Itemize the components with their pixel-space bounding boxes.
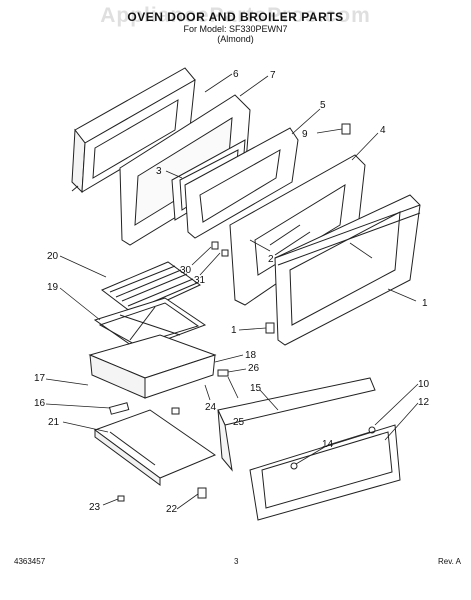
revision-label: Rev. A: [438, 557, 461, 566]
callout-20: 20: [47, 251, 59, 262]
color-label: (Almond): [217, 34, 254, 44]
page-title: OVEN DOOR AND BROILER PARTS: [127, 10, 344, 24]
callout-22: 21: [48, 417, 60, 428]
callout-18: 18: [245, 350, 257, 361]
callout-labels: 6 7 5 9 4 3 2 1 1 20 19 30 31 18 26 24 2…: [34, 69, 430, 515]
part-drawer-panel: [217, 377, 376, 472]
callout-4: 4: [380, 125, 386, 136]
callout-19: 19: [47, 282, 59, 293]
callout-13: 12: [418, 397, 430, 408]
callout-23: 23: [89, 502, 101, 513]
callout-15: 15: [250, 383, 262, 394]
part-broiler-grid: [101, 261, 201, 316]
callout-1: 1: [231, 325, 237, 336]
callout-24: 24: [205, 402, 217, 413]
document-number: 4363457: [14, 557, 46, 566]
part-glass-frame: [184, 127, 299, 239]
callout-3: 1: [422, 298, 428, 309]
callout-21: 22: [166, 504, 178, 515]
callout-12: 10: [418, 379, 430, 390]
part-door-frame: [274, 194, 421, 346]
callout-6: 3: [156, 166, 162, 177]
page-number: 3: [234, 557, 239, 566]
callout-9: 6: [233, 69, 239, 80]
callout-2: 2: [268, 254, 274, 265]
callout-17: 17: [34, 373, 46, 384]
leader-lines: [45, 73, 419, 510]
page-header: OVEN DOOR AND BROILER PARTS For Model: S…: [0, 10, 471, 44]
part-drawer-bottom: [93, 409, 217, 486]
part-drawer-front: [249, 424, 401, 521]
callout-31: 31: [194, 275, 206, 286]
part-broiler-pan: [93, 297, 207, 351]
callout-30: 30: [180, 265, 192, 276]
callout-14: 14: [322, 439, 334, 450]
callout-25: 25: [233, 417, 245, 428]
callout-10: 9: [302, 129, 308, 140]
model-label: For Model: SF330PEWN7: [183, 24, 288, 34]
callout-16: 16: [34, 398, 46, 409]
callout-26: 26: [248, 363, 260, 374]
callout-7: 7: [270, 70, 276, 81]
callout-5: 5: [320, 100, 326, 111]
part-broiler-tray: [88, 334, 217, 399]
